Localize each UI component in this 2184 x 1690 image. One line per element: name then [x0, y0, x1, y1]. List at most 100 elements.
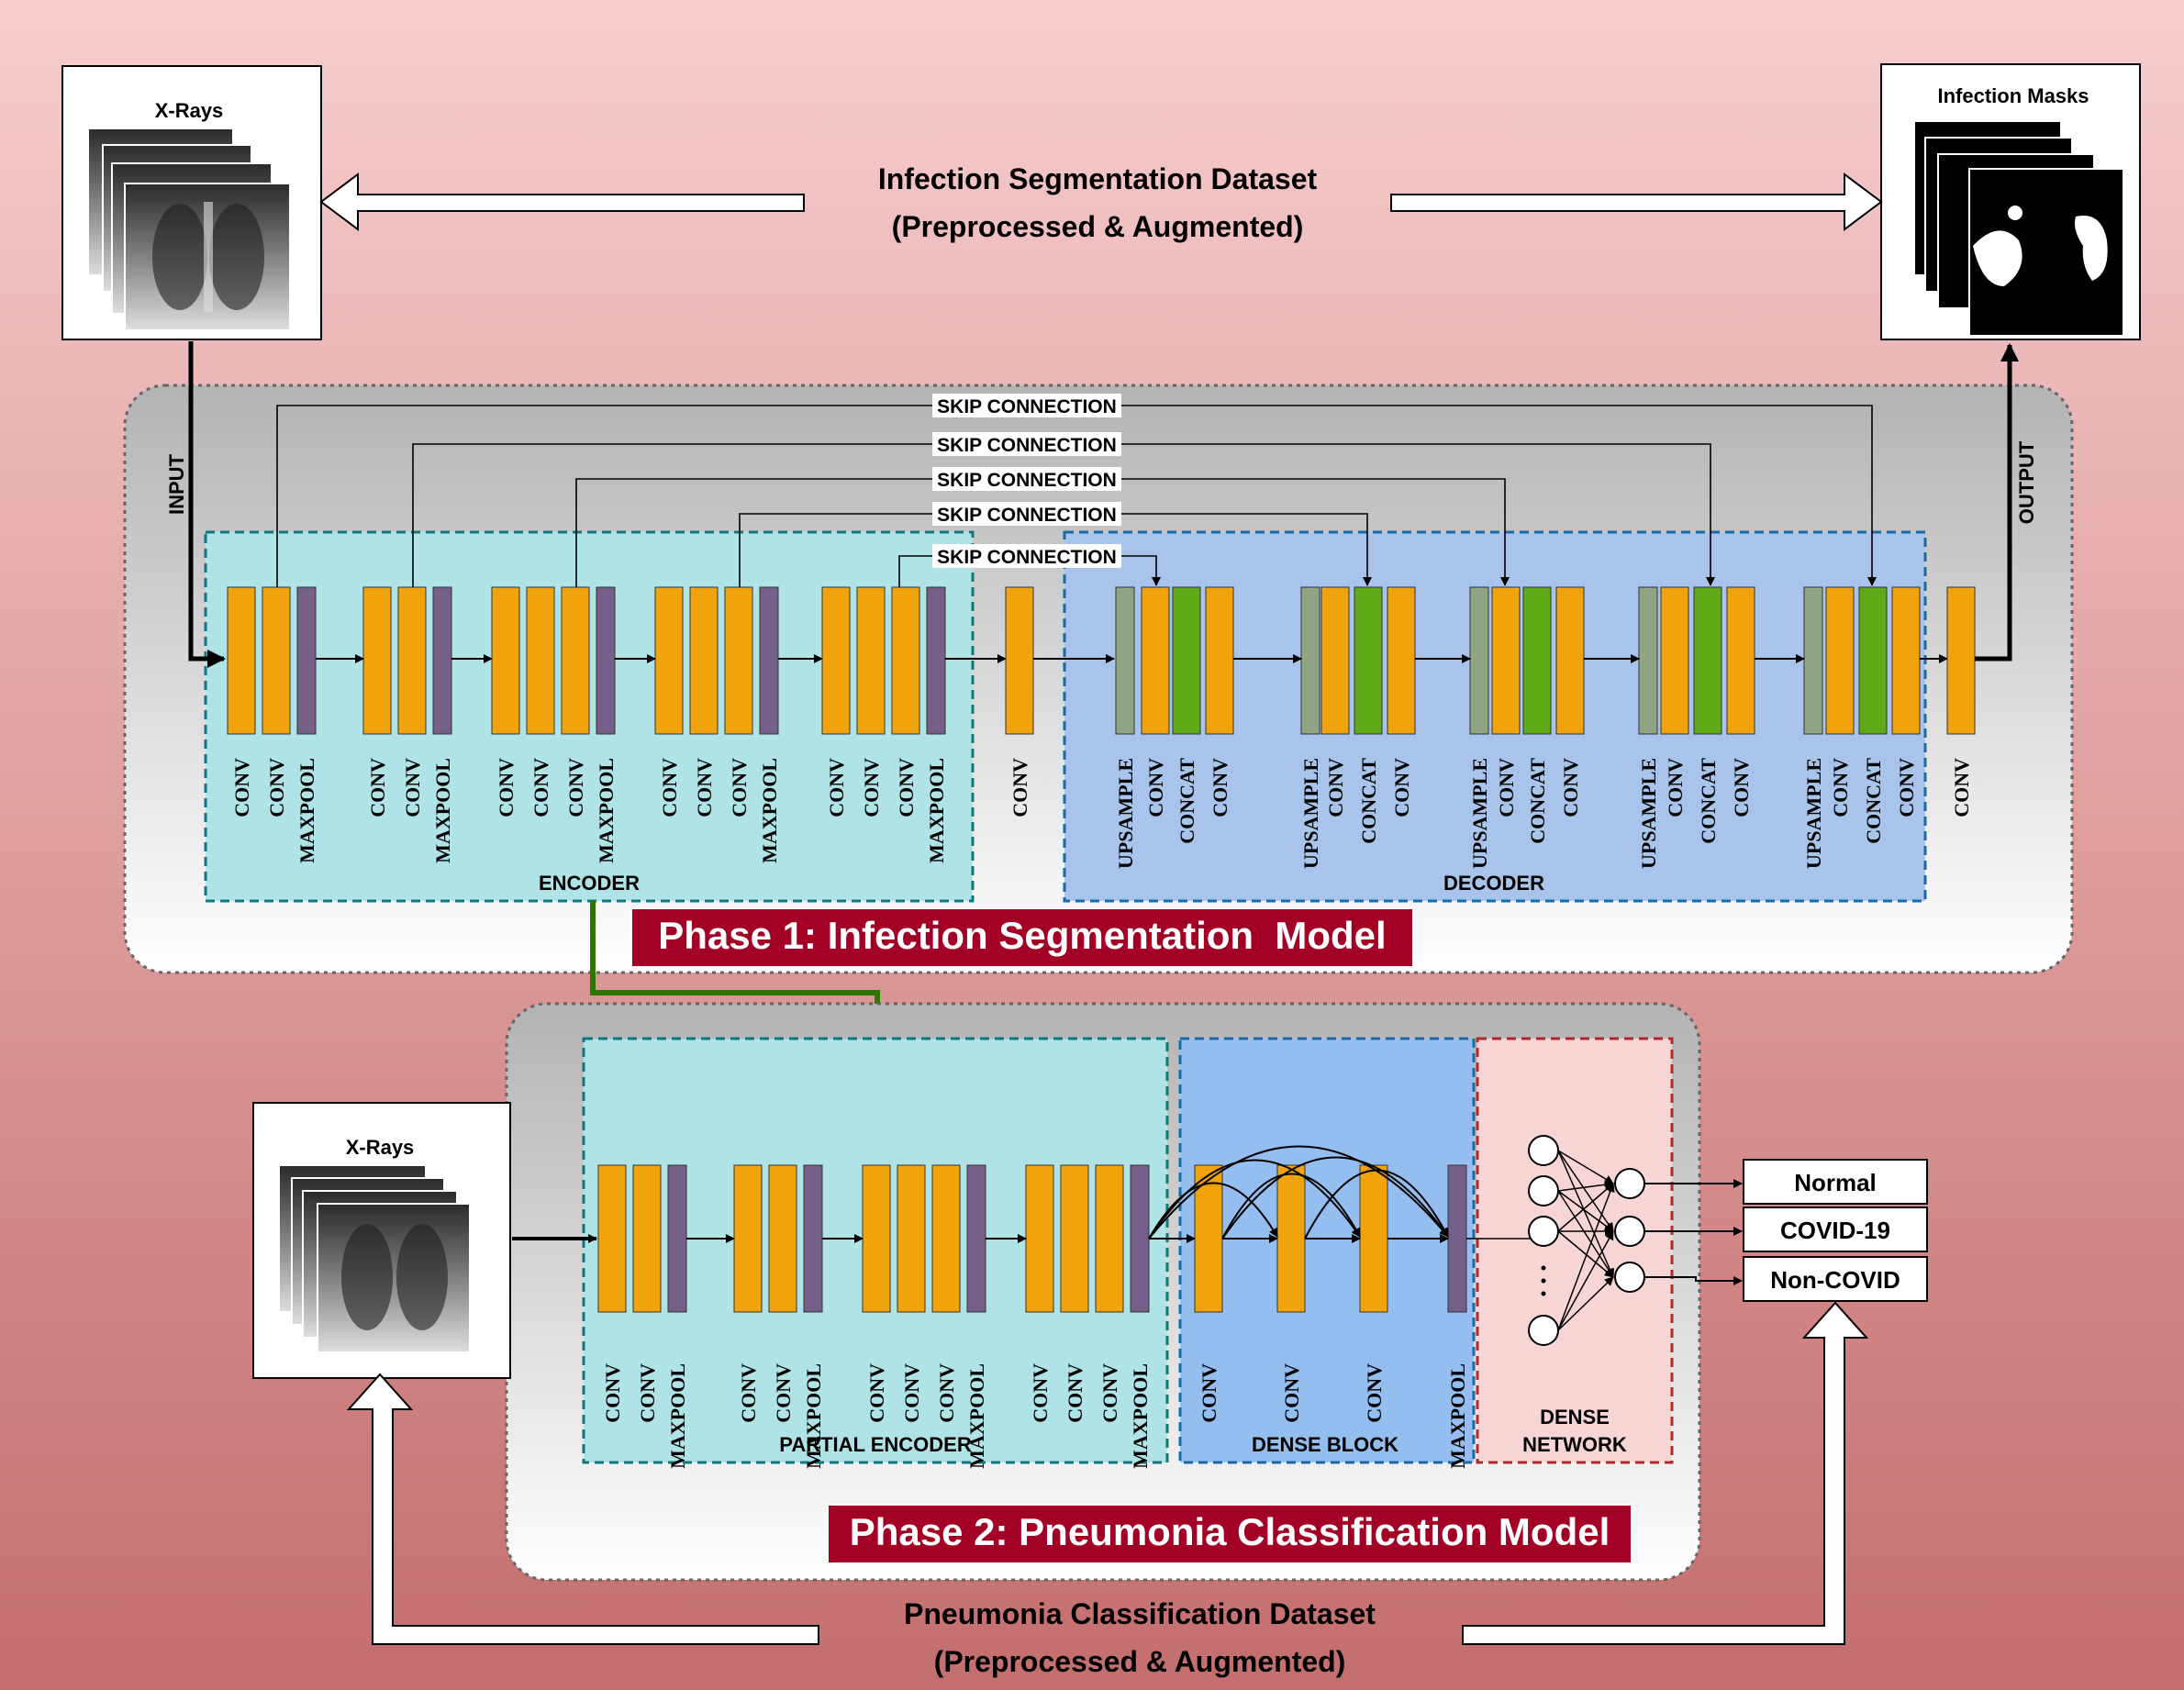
enc-block3-1-conv-layer — [491, 586, 520, 735]
bottleneck-conv-label: CONV — [1008, 758, 1031, 817]
output-neuron-1 — [1614, 1168, 1645, 1199]
enc-block4-2-conv-label: CONV — [693, 758, 716, 817]
dec-block1-2-conv-label: CONV — [1144, 758, 1167, 817]
dec-block4-1-upsample-layer — [1638, 586, 1658, 735]
pe-block4-4-maxpool-label: MAXPOOL — [1129, 1363, 1152, 1469]
neuron-ellipsis-dot-3 — [1541, 1291, 1546, 1296]
enc-block1-2-conv-label: CONV — [265, 758, 288, 817]
input-neuron-2 — [1528, 1175, 1559, 1206]
svg-text:(Preprocessed & Augmented): (Preprocessed & Augmented) — [934, 1645, 1346, 1678]
enc-block2-1-conv-layer — [362, 586, 392, 735]
hollow-arrow-up-right — [1462, 1301, 1869, 1645]
neuron-connection-10 — [1557, 1183, 1615, 1331]
enc-block3-3-conv-layer — [561, 586, 590, 735]
pe-block3-3-conv-label: CONV — [935, 1363, 958, 1423]
svg-text:(Preprocessed & Augmented): (Preprocessed & Augmented) — [892, 210, 1304, 243]
dec-block4-2-conv-label: CONV — [1664, 758, 1687, 817]
output-class-normal: Normal — [1743, 1159, 1928, 1205]
pe-block4-1-conv-layer — [1025, 1164, 1054, 1313]
output-class-covid19: COVID-19 — [1743, 1206, 1928, 1252]
enc-block2-2-conv-label: CONV — [401, 758, 424, 817]
dense-connection-arc-3 — [1148, 1145, 1449, 1240]
pe-block2-2-conv-label: CONV — [772, 1363, 795, 1423]
pe-block4-4-maxpool-layer — [1130, 1164, 1150, 1313]
enc-block5-1-conv-layer — [821, 586, 851, 735]
skip-connection-label-bg-3 — [932, 467, 1121, 491]
enc-block3-4-maxpool-label: MAXPOOL — [595, 758, 618, 863]
dec-block4-4-conv-label: CONV — [1730, 758, 1753, 817]
svg-text:Non-COVID: Non-COVID — [1770, 1266, 1900, 1294]
dec-block4-1-upsample-label: UPSAMPLE — [1637, 758, 1660, 869]
enc-block2-2-conv-layer — [397, 586, 427, 735]
enc-block5-1-conv-label: CONV — [825, 758, 848, 817]
dense-connection-arc-4 — [1221, 1173, 1361, 1240]
dec-block1-4-conv-label: CONV — [1209, 758, 1231, 817]
dec-block5-2-conv-layer — [1825, 586, 1855, 735]
dec-block2-3-concat-label: CONCAT — [1357, 758, 1380, 844]
xray-label: X-Rays — [155, 99, 224, 122]
pe-block2-1-conv-label: CONV — [737, 1363, 760, 1423]
dec-block1-2-conv-layer — [1141, 586, 1170, 735]
enc-block3-2-conv-layer — [526, 586, 555, 735]
xray-label-2: X-Rays — [346, 1136, 415, 1159]
dense-block-label: DENSE BLOCK — [1252, 1433, 1398, 1456]
hollow-arrow-up-left — [346, 1373, 819, 1645]
dec-block1-3-concat-layer — [1172, 586, 1201, 735]
enc-block1-3-maxpool-label: MAXPOOL — [295, 758, 318, 863]
skip-connection-label-5: SKIP CONNECTION — [937, 547, 1117, 568]
input-neuron-4 — [1528, 1315, 1559, 1346]
dense-connection-arc-1 — [1148, 1182, 1278, 1240]
hollow-arrow-right — [1390, 172, 1883, 231]
dec-block3-2-conv-label: CONV — [1495, 758, 1518, 817]
phase1-title: Phase 1: Infection Segmentation Model — [658, 914, 1386, 957]
dense-network-label-1: DENSE — [1540, 1406, 1610, 1429]
skip-connection-label-bg-1 — [932, 394, 1121, 417]
enc-block2-3-maxpool-label: MAXPOOL — [431, 758, 454, 863]
skip-connection-label-3: SKIP CONNECTION — [937, 470, 1117, 491]
infection-masks-label: Infection Masks — [1937, 84, 2089, 107]
dense-block-1-conv-label: CONV — [1198, 1363, 1220, 1423]
pe-block3-4-maxpool-layer — [966, 1164, 986, 1313]
output-label: OUTPUT — [2015, 440, 2038, 524]
pe-block1-1-conv-label: CONV — [601, 1363, 624, 1423]
segmentation-dataset-label: Infection Segmentation Dataset (Preproce… — [878, 162, 1318, 243]
pe-block3-1-conv-layer — [862, 1164, 891, 1313]
skip-connection-label-4: SKIP CONNECTION — [937, 505, 1117, 526]
enc-block5-3-conv-layer — [891, 586, 920, 735]
enc-block4-1-conv-label: CONV — [658, 758, 681, 817]
encoder-label: ENCODER — [539, 872, 640, 895]
partial-encoder-label: PARTIAL ENCODER — [779, 1433, 972, 1456]
dec-block4-3-concat-label: CONCAT — [1697, 758, 1720, 844]
enc-block3-2-conv-label: CONV — [529, 758, 552, 817]
pe-block3-1-conv-label: CONV — [865, 1363, 888, 1423]
neuron-connection-1 — [1557, 1150, 1614, 1184]
neuron-connection-7 — [1557, 1183, 1614, 1232]
dense-connection-arc-2 — [1148, 1159, 1361, 1240]
phase1-title-bg — [630, 907, 1414, 968]
phase2-title: Phase 2: Pneumonia Classification Model — [850, 1510, 1610, 1553]
classification-dataset-label: Pneumonia Classification Dataset (Prepro… — [904, 1597, 1376, 1678]
dense-block-2-conv-label: CONV — [1280, 1363, 1303, 1423]
dec-block4-4-conv-layer — [1726, 586, 1755, 735]
skip-connection-label-bg-5 — [932, 544, 1121, 568]
enc-block4-3-conv-layer — [724, 586, 753, 735]
dec-block2-4-conv-layer — [1387, 586, 1416, 735]
dense-block-3-conv-label: CONV — [1363, 1363, 1386, 1423]
dense-block-4-maxpool-label: MAXPOOL — [1446, 1363, 1469, 1469]
enc-block1-1-conv-layer — [227, 586, 256, 735]
pe-block4-1-conv-label: CONV — [1029, 1363, 1052, 1423]
dec-block5-4-conv-layer — [1891, 586, 1921, 735]
output-neuron-2 — [1614, 1216, 1645, 1247]
xray-input-box: X-Rays — [61, 65, 322, 340]
enc-block4-4-maxpool-layer — [759, 586, 779, 735]
pe-block3-2-conv-label: CONV — [900, 1363, 923, 1423]
pe-block3-4-maxpool-label: MAXPOOL — [965, 1363, 988, 1469]
dec-block2-3-concat-layer — [1354, 586, 1383, 735]
to-noncovid-arrow — [1644, 1276, 1743, 1285]
pe-block2-3-maxpool-layer — [803, 1164, 823, 1313]
dec-block3-2-conv-layer — [1491, 586, 1521, 735]
dec-block5-3-concat-label: CONCAT — [1862, 758, 1885, 844]
dec-block1-4-conv-layer — [1205, 586, 1234, 735]
dec-block3-1-upsample-label: UPSAMPLE — [1468, 758, 1491, 869]
